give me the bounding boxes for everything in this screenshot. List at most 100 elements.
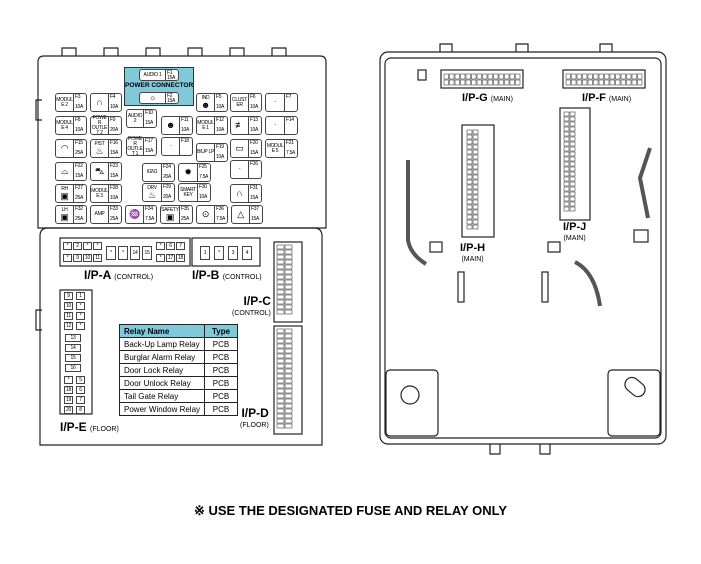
connector-pin	[509, 73, 515, 80]
connector-pin	[466, 209, 473, 215]
connector-pin	[498, 79, 504, 86]
ipe-pin: 18	[64, 386, 73, 394]
connector-pin	[569, 161, 576, 167]
connector-pin	[466, 219, 473, 225]
fuse-amperage: 10A	[181, 127, 189, 133]
connector-pin	[587, 73, 593, 80]
fuse-f14[interactable]: -F14	[265, 116, 298, 135]
connector-pin	[620, 79, 626, 86]
connector-pin	[284, 264, 293, 270]
relay-type: PCB	[204, 376, 239, 390]
connector-pin	[284, 373, 293, 379]
connector-pin	[604, 73, 610, 80]
iph-connector	[461, 124, 495, 238]
connector-pin	[284, 343, 293, 349]
connector-pin	[472, 219, 479, 225]
connector-pin	[284, 413, 293, 419]
connector-pin	[466, 204, 473, 210]
connector-pin	[466, 159, 473, 165]
connector-pin	[276, 269, 285, 275]
fuse-amperage: 15A	[75, 173, 83, 179]
fuse-label: P/ST	[94, 140, 105, 147]
fuse-f18[interactable]: -F18	[161, 137, 193, 156]
connector-pin	[569, 151, 576, 157]
airbag-icon: ☻	[165, 120, 176, 130]
connector-pin	[454, 73, 460, 80]
fuse-amperage: 7.5A	[286, 150, 296, 156]
connector-pin	[569, 121, 576, 127]
connector-pin	[276, 279, 285, 285]
fuse-amperage: 10A	[216, 154, 224, 160]
relay-name: Power Window Relay	[118, 402, 206, 416]
fuse-amperage: 15A	[251, 216, 259, 222]
fuse-panel-outline	[37, 55, 327, 229]
connector-pin	[460, 79, 466, 86]
connector-pin	[276, 413, 285, 419]
fuse-amperage: 10A	[75, 104, 83, 110]
fuse-label: LH	[61, 206, 68, 213]
fuse-amperage: 15A	[250, 150, 258, 156]
connector-pin	[563, 191, 570, 197]
connector-pin	[569, 201, 576, 207]
connector-pin	[515, 79, 521, 86]
connector-pin	[593, 73, 599, 80]
relay-name: Back-Up Lamp Relay	[118, 337, 206, 351]
connector-pin	[284, 408, 293, 414]
fuse-id: F5	[216, 94, 222, 100]
connector-pin	[284, 378, 293, 384]
connector-pin	[276, 363, 285, 369]
fuse-label: DRV	[147, 184, 157, 191]
fuse-amperage: 10A	[75, 127, 83, 133]
fuse-f7[interactable]: -F7	[265, 93, 298, 112]
connector-pin	[509, 79, 515, 86]
connector-pin	[443, 79, 449, 86]
hazard-icon: △	[237, 209, 244, 219]
connector-pin	[563, 166, 570, 172]
fuse-f26[interactable]: -F26	[230, 160, 262, 179]
fuse-amperage: 25A	[75, 216, 83, 222]
ipc-label: I/P-C(CONTROL)	[232, 294, 271, 317]
ipe-pin: 6	[76, 386, 85, 394]
connector-pin	[565, 73, 571, 80]
connector-pin	[571, 79, 577, 86]
fuse-amperage: 10A	[216, 104, 224, 110]
connector-pin	[466, 189, 473, 195]
connector-pin	[466, 139, 473, 145]
